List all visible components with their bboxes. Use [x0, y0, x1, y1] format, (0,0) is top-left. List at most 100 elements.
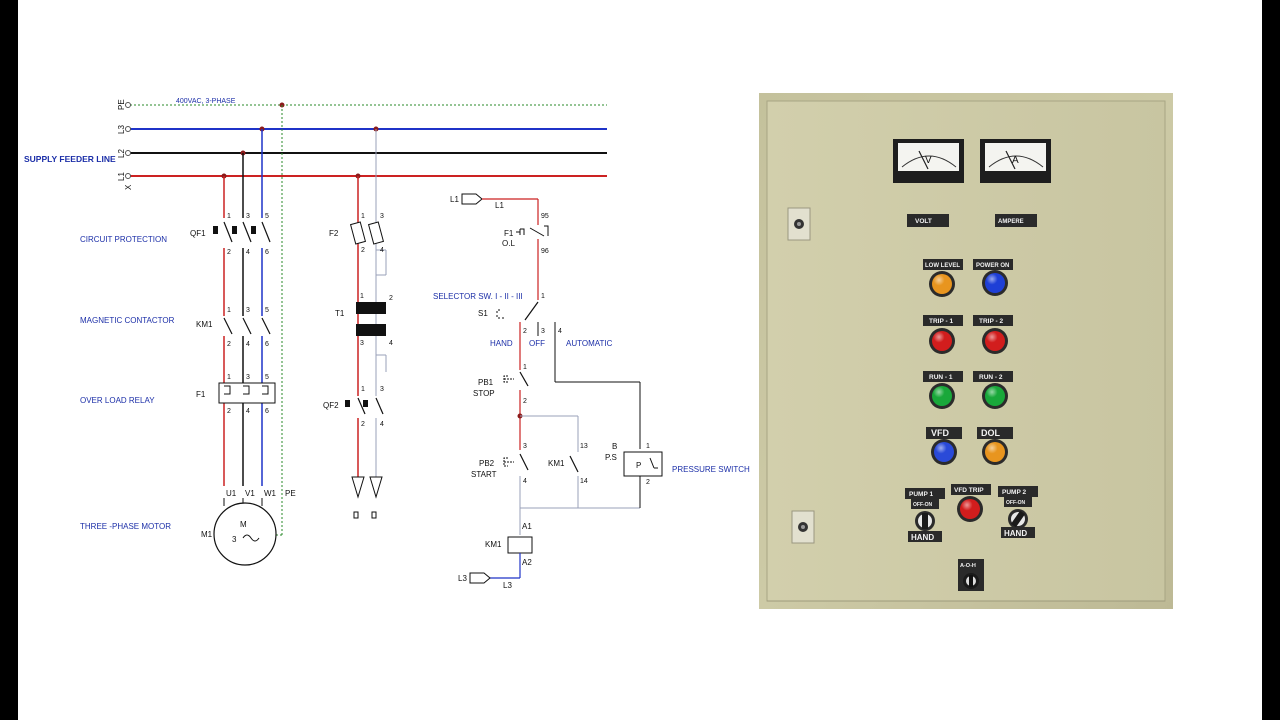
line-label-pe: PE — [117, 99, 126, 110]
svg-text:3: 3 — [541, 328, 545, 335]
qf2-label: QF2 — [323, 401, 339, 410]
low-level-label: LOW LEVEL — [925, 263, 960, 269]
door-lock-bottom[interactable] — [791, 510, 815, 544]
supply-note: 400VAC, 3-PHASE — [176, 98, 236, 105]
control-l1-tag: L1 — [450, 195, 459, 204]
svg-text:2: 2 — [361, 421, 365, 428]
motor-terminal-w1: W1 — [264, 489, 277, 498]
aoh-selector-switch[interactable] — [963, 573, 979, 589]
motor-phase-3: 3 — [232, 535, 237, 544]
dol-label: DOL — [981, 428, 1001, 438]
pump-1-selector-switch[interactable] — [915, 511, 935, 531]
svg-text:2: 2 — [646, 479, 650, 486]
terminal-95: 95 — [541, 213, 549, 220]
svg-text:4: 4 — [246, 408, 250, 415]
svg-text:4: 4 — [380, 247, 384, 254]
f1-overload-relay — [218, 382, 276, 404]
svg-text:1: 1 — [523, 364, 527, 371]
svg-text:5: 5 — [265, 374, 269, 381]
svg-text:2: 2 — [361, 247, 365, 254]
svg-text:3: 3 — [246, 213, 250, 220]
control-l1-wire: L1 — [495, 201, 504, 210]
stop-label: STOP — [473, 389, 495, 398]
left-letterbox — [0, 0, 18, 720]
svg-text:4: 4 — [246, 249, 250, 256]
svg-text:1: 1 — [361, 386, 365, 393]
pb2-label: PB2 — [479, 459, 495, 468]
ps-label: P.S — [605, 453, 617, 462]
svg-text:3: 3 — [523, 443, 527, 450]
trip-1-lamp — [929, 328, 955, 354]
motor-terminal-v1: V1 — [245, 489, 255, 498]
line-label-l2: L2 — [117, 149, 126, 158]
output-terminals — [351, 476, 383, 519]
svg-text:5: 5 — [265, 213, 269, 220]
motor-symbol-m: M — [240, 520, 247, 529]
svg-text:2: 2 — [227, 408, 231, 415]
trip-2-lamp — [982, 328, 1008, 354]
svg-text:2: 2 — [227, 249, 231, 256]
qf1-label: QF1 — [190, 229, 206, 238]
volt-dial-letter: V — [925, 155, 932, 166]
svg-text:3: 3 — [246, 307, 250, 314]
svg-text:4: 4 — [389, 340, 393, 347]
trip-2-label: TRIP - 2 — [979, 318, 1003, 325]
terminal-96: 96 — [541, 248, 549, 255]
svg-text:3: 3 — [360, 340, 364, 347]
svg-text:4: 4 — [246, 341, 250, 348]
right-letterbox — [1262, 0, 1280, 720]
svg-text:1: 1 — [361, 213, 365, 220]
svg-text:1: 1 — [227, 307, 231, 314]
svg-text:3: 3 — [380, 213, 384, 220]
door-lock-top[interactable] — [787, 207, 811, 241]
pb1-label: PB1 — [478, 378, 494, 387]
svg-text:6: 6 — [265, 408, 269, 415]
hand-label: HAND — [490, 339, 513, 348]
selector-switch-label: SELECTOR SW. I - II - III — [433, 292, 523, 301]
svg-text:4: 4 — [558, 328, 562, 335]
svg-text:1: 1 — [360, 293, 364, 300]
t1-transformer — [356, 302, 386, 336]
p-symbol: P — [636, 461, 641, 470]
vfd-label: VFD — [931, 428, 950, 438]
a1-label: A1 — [522, 522, 532, 531]
volt-label: VOLT — [915, 218, 932, 225]
line-label-x: X — [124, 184, 133, 190]
overload-relay-label: OVER LOAD RELAY — [80, 396, 155, 405]
line-label-l1: L1 — [117, 172, 126, 181]
svg-text:6: 6 — [265, 249, 269, 256]
wiring-schematic: PE L3 L2 L1 X 400VAC, 3-PHASE SUPPLY FEE… — [24, 98, 750, 590]
control-f1-label: F1 — [504, 229, 514, 238]
aoh-label: A-O-H — [960, 563, 976, 569]
a2-label: A2 — [522, 558, 532, 567]
t1-label: T1 — [335, 309, 345, 318]
motor-terminal-u1: U1 — [226, 489, 237, 498]
amp-dial-letter: A — [1012, 155, 1019, 166]
svg-text:2: 2 — [523, 328, 527, 335]
svg-text:6: 6 — [265, 341, 269, 348]
line-label-l3: L3 — [117, 125, 126, 134]
run-1-lamp — [929, 383, 955, 409]
pump-2-selector-switch[interactable] — [1008, 509, 1028, 529]
b-label: B — [612, 442, 617, 451]
three-phase-motor — [213, 486, 277, 566]
vfd-trip-label: VFD TRIP — [954, 487, 984, 494]
svg-text:2: 2 — [523, 398, 527, 405]
svg-text:4: 4 — [380, 421, 384, 428]
terminal-13: 13 — [580, 443, 588, 450]
run-2-label: RUN - 2 — [979, 374, 1003, 381]
dol-lamp — [982, 439, 1008, 465]
control-l3-tag: L3 — [458, 574, 467, 583]
pump-1-hand-label: HAND — [911, 533, 934, 542]
km1-aux-label: KM1 — [548, 459, 565, 468]
motor-terminal-pe: PE — [285, 489, 296, 498]
f2-label: F2 — [329, 229, 339, 238]
pump-2-hand-label: HAND — [1004, 529, 1027, 538]
control-l3-wire: L3 — [503, 581, 512, 590]
svg-text:1: 1 — [227, 213, 231, 220]
power-on-lamp — [982, 270, 1008, 296]
off-label: OFF — [529, 339, 545, 348]
low-level-lamp — [929, 271, 955, 297]
pressure-switch-label: PRESSURE SWITCH — [672, 465, 750, 474]
svg-text:3: 3 — [246, 374, 250, 381]
